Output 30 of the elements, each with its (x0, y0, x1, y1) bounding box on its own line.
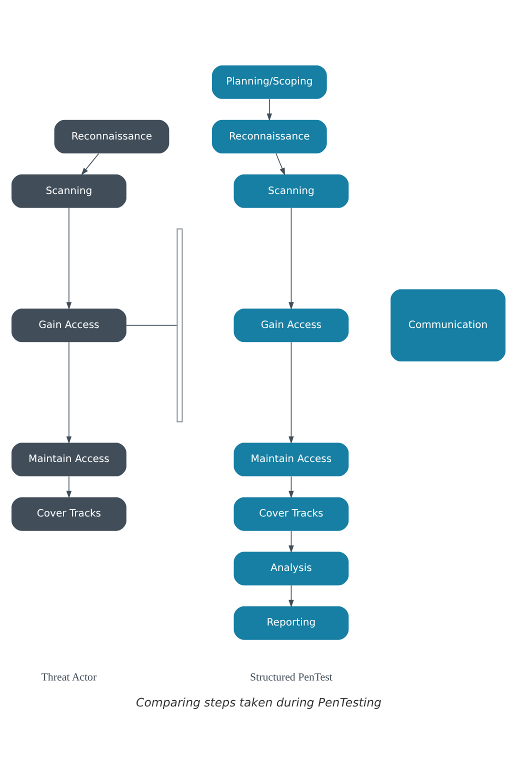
node-box: Maintain Access (12, 442, 126, 476)
arrow (288, 208, 294, 310)
connector (126, 324, 178, 326)
node-box: Maintain Access (234, 442, 349, 476)
node-box: Reconnaissance (212, 120, 327, 154)
caption: Comparing steps taken during PenTesting (136, 695, 382, 710)
node-box: Analysis (234, 552, 349, 586)
node-box: Gain Access (12, 308, 126, 342)
arrow (66, 342, 72, 444)
node-bracket (176, 228, 183, 422)
label: Threat Actor (41, 671, 97, 684)
node-box: Cover Tracks (234, 497, 349, 531)
arrow (66, 208, 72, 310)
node-box: Reconnaissance (54, 120, 170, 154)
node-box: Scanning (12, 174, 126, 208)
arrow (288, 585, 294, 608)
label: Structured PenTest (250, 671, 332, 684)
node-box: Planning/Scoping (212, 65, 327, 99)
node-box: Reporting (234, 606, 349, 640)
arrow (81, 153, 100, 176)
arrow (288, 476, 294, 498)
arrow (276, 153, 286, 176)
arrow (288, 530, 294, 553)
arrow (288, 342, 294, 444)
arrow (66, 476, 72, 498)
arrow (266, 98, 272, 122)
node-box: Scanning (234, 174, 349, 208)
node-box: Gain Access (234, 308, 349, 342)
node-box: Communication (390, 289, 506, 362)
node-box: Cover Tracks (12, 497, 126, 531)
